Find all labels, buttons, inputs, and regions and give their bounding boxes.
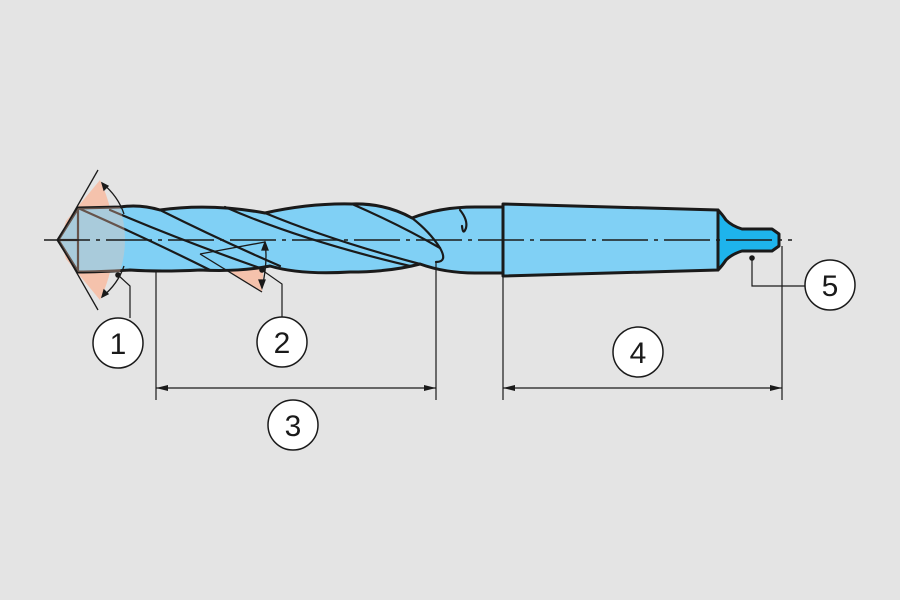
callout-4-label: 4 <box>630 337 647 370</box>
point-angle-overlay <box>58 207 125 272</box>
callout-2-label: 2 <box>274 327 291 360</box>
point-angle-dimension <box>57 169 125 311</box>
callout-3: 3 <box>267 399 319 451</box>
dimension-lines <box>156 385 782 391</box>
callout-5: 5 <box>804 259 856 311</box>
callout-4: 4 <box>612 326 664 378</box>
leader-lines <box>115 255 805 318</box>
extension-lines <box>155 246 783 400</box>
callout-3-label: 3 <box>285 410 302 443</box>
callout-1: 1 <box>92 317 144 369</box>
callout-2: 2 <box>256 316 308 368</box>
helix-angle-dimension <box>199 240 269 293</box>
callout-5-label: 5 <box>822 270 839 303</box>
callout-1-label: 1 <box>110 328 127 361</box>
